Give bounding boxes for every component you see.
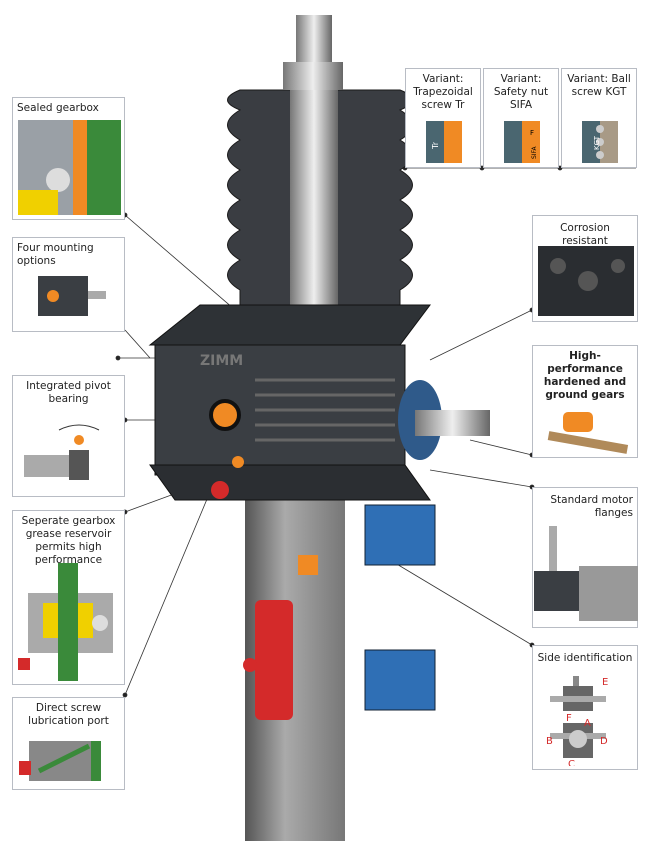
svg-text:Tr: Tr (431, 141, 440, 150)
side-identification-image: A B C D E F (546, 676, 608, 766)
callout-side-identification: Side identification A B C D E F (532, 645, 638, 770)
callout-lubrication-port: Direct screw lubrication port (12, 697, 125, 790)
callout-label: Seperate gearbox grease reservoir permit… (21, 515, 116, 566)
callout-label: Corrosion resistant (560, 222, 610, 247)
callout-motor-flanges: Standard motor flanges (532, 487, 638, 628)
variant-label: Variant: Trapezoidal screw Tr (413, 73, 473, 111)
drive-shaft (415, 410, 490, 436)
callout-label: Integrated pivot bearing (26, 380, 111, 405)
callout-integrated-pivot-bearing: Integrated pivot bearing (12, 375, 125, 497)
mounting-options-image (38, 276, 106, 316)
svg-text:C: C (568, 759, 575, 766)
limit-switch-top (364, 504, 436, 566)
housing-logo: ZIMM (200, 353, 243, 369)
svg-text:SIFA: SIFA (531, 146, 538, 159)
gears-image (547, 412, 629, 454)
svg-text:E: E (602, 677, 608, 688)
svg-text:A: A (584, 718, 591, 729)
svg-text:D: D (600, 736, 608, 747)
callout-label: Direct screw lubrication port (28, 702, 109, 727)
callout-sealed-gearbox: Sealed gearbox (12, 97, 125, 220)
callout-corrosion-resistant: Corrosion resistant (532, 215, 638, 322)
lubrication-port-image (19, 741, 101, 781)
pivot-bearing-image (24, 424, 100, 480)
pivot-bore (209, 399, 241, 431)
callout-label: Sealed gearbox (17, 102, 99, 114)
svg-text:B: B (546, 736, 553, 747)
svg-text:F: F (566, 713, 572, 724)
corrosion-image (538, 246, 634, 316)
grease-nipple (211, 481, 229, 499)
callout-four-mounting-options: Four mounting options (12, 237, 125, 332)
callout-label: Side identification (537, 652, 633, 664)
safety-nut-thread-icon: F SIFA (504, 121, 540, 163)
callout-grease-reservoir: Seperate gearbox grease reservoir permit… (12, 510, 125, 685)
trapezoidal-thread-icon: Tr (426, 121, 462, 163)
nut (283, 62, 343, 90)
variant-ball-screw: Variant: Ball screw KGT KGT (561, 68, 637, 168)
sealed-gearbox-image (18, 120, 121, 215)
callout-label: Standard motor flanges (550, 494, 633, 519)
svg-text:KGT: KGT (593, 135, 601, 150)
variant-safety-nut: Variant: Safety nut SIFA F SIFA (483, 68, 559, 168)
callout-gears: High-performance hardened and ground gea… (532, 345, 638, 458)
motor-flange-image (534, 526, 638, 621)
limit-switch-bottom (364, 649, 436, 711)
variant-label: Variant: Ball screw KGT (567, 73, 631, 98)
callout-label: High-performance hardened and ground gea… (543, 350, 627, 401)
variant-trapezoidal: Variant: Trapezoidal screw Tr Tr (405, 68, 481, 168)
lifting-screw (290, 90, 338, 320)
callout-label: Four mounting options (17, 242, 94, 267)
ball-screw-thread-icon: KGT (582, 121, 618, 163)
svg-text:F: F (530, 129, 534, 137)
grease-reservoir-image (18, 563, 113, 681)
variant-label: Variant: Safety nut SIFA (493, 73, 549, 111)
lubrication-plate (255, 600, 293, 720)
